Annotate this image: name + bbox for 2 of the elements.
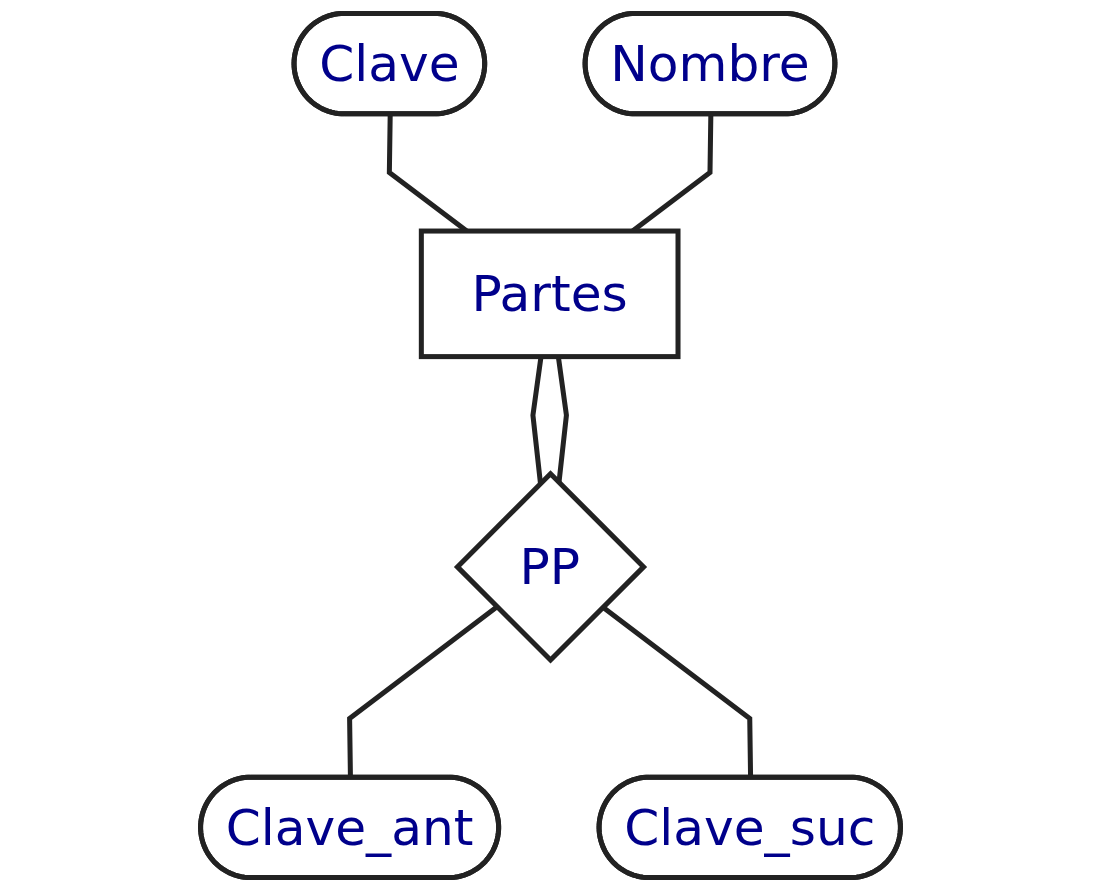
node-diamond: PP (453, 470, 648, 664)
node-box: Partes (418, 228, 681, 360)
